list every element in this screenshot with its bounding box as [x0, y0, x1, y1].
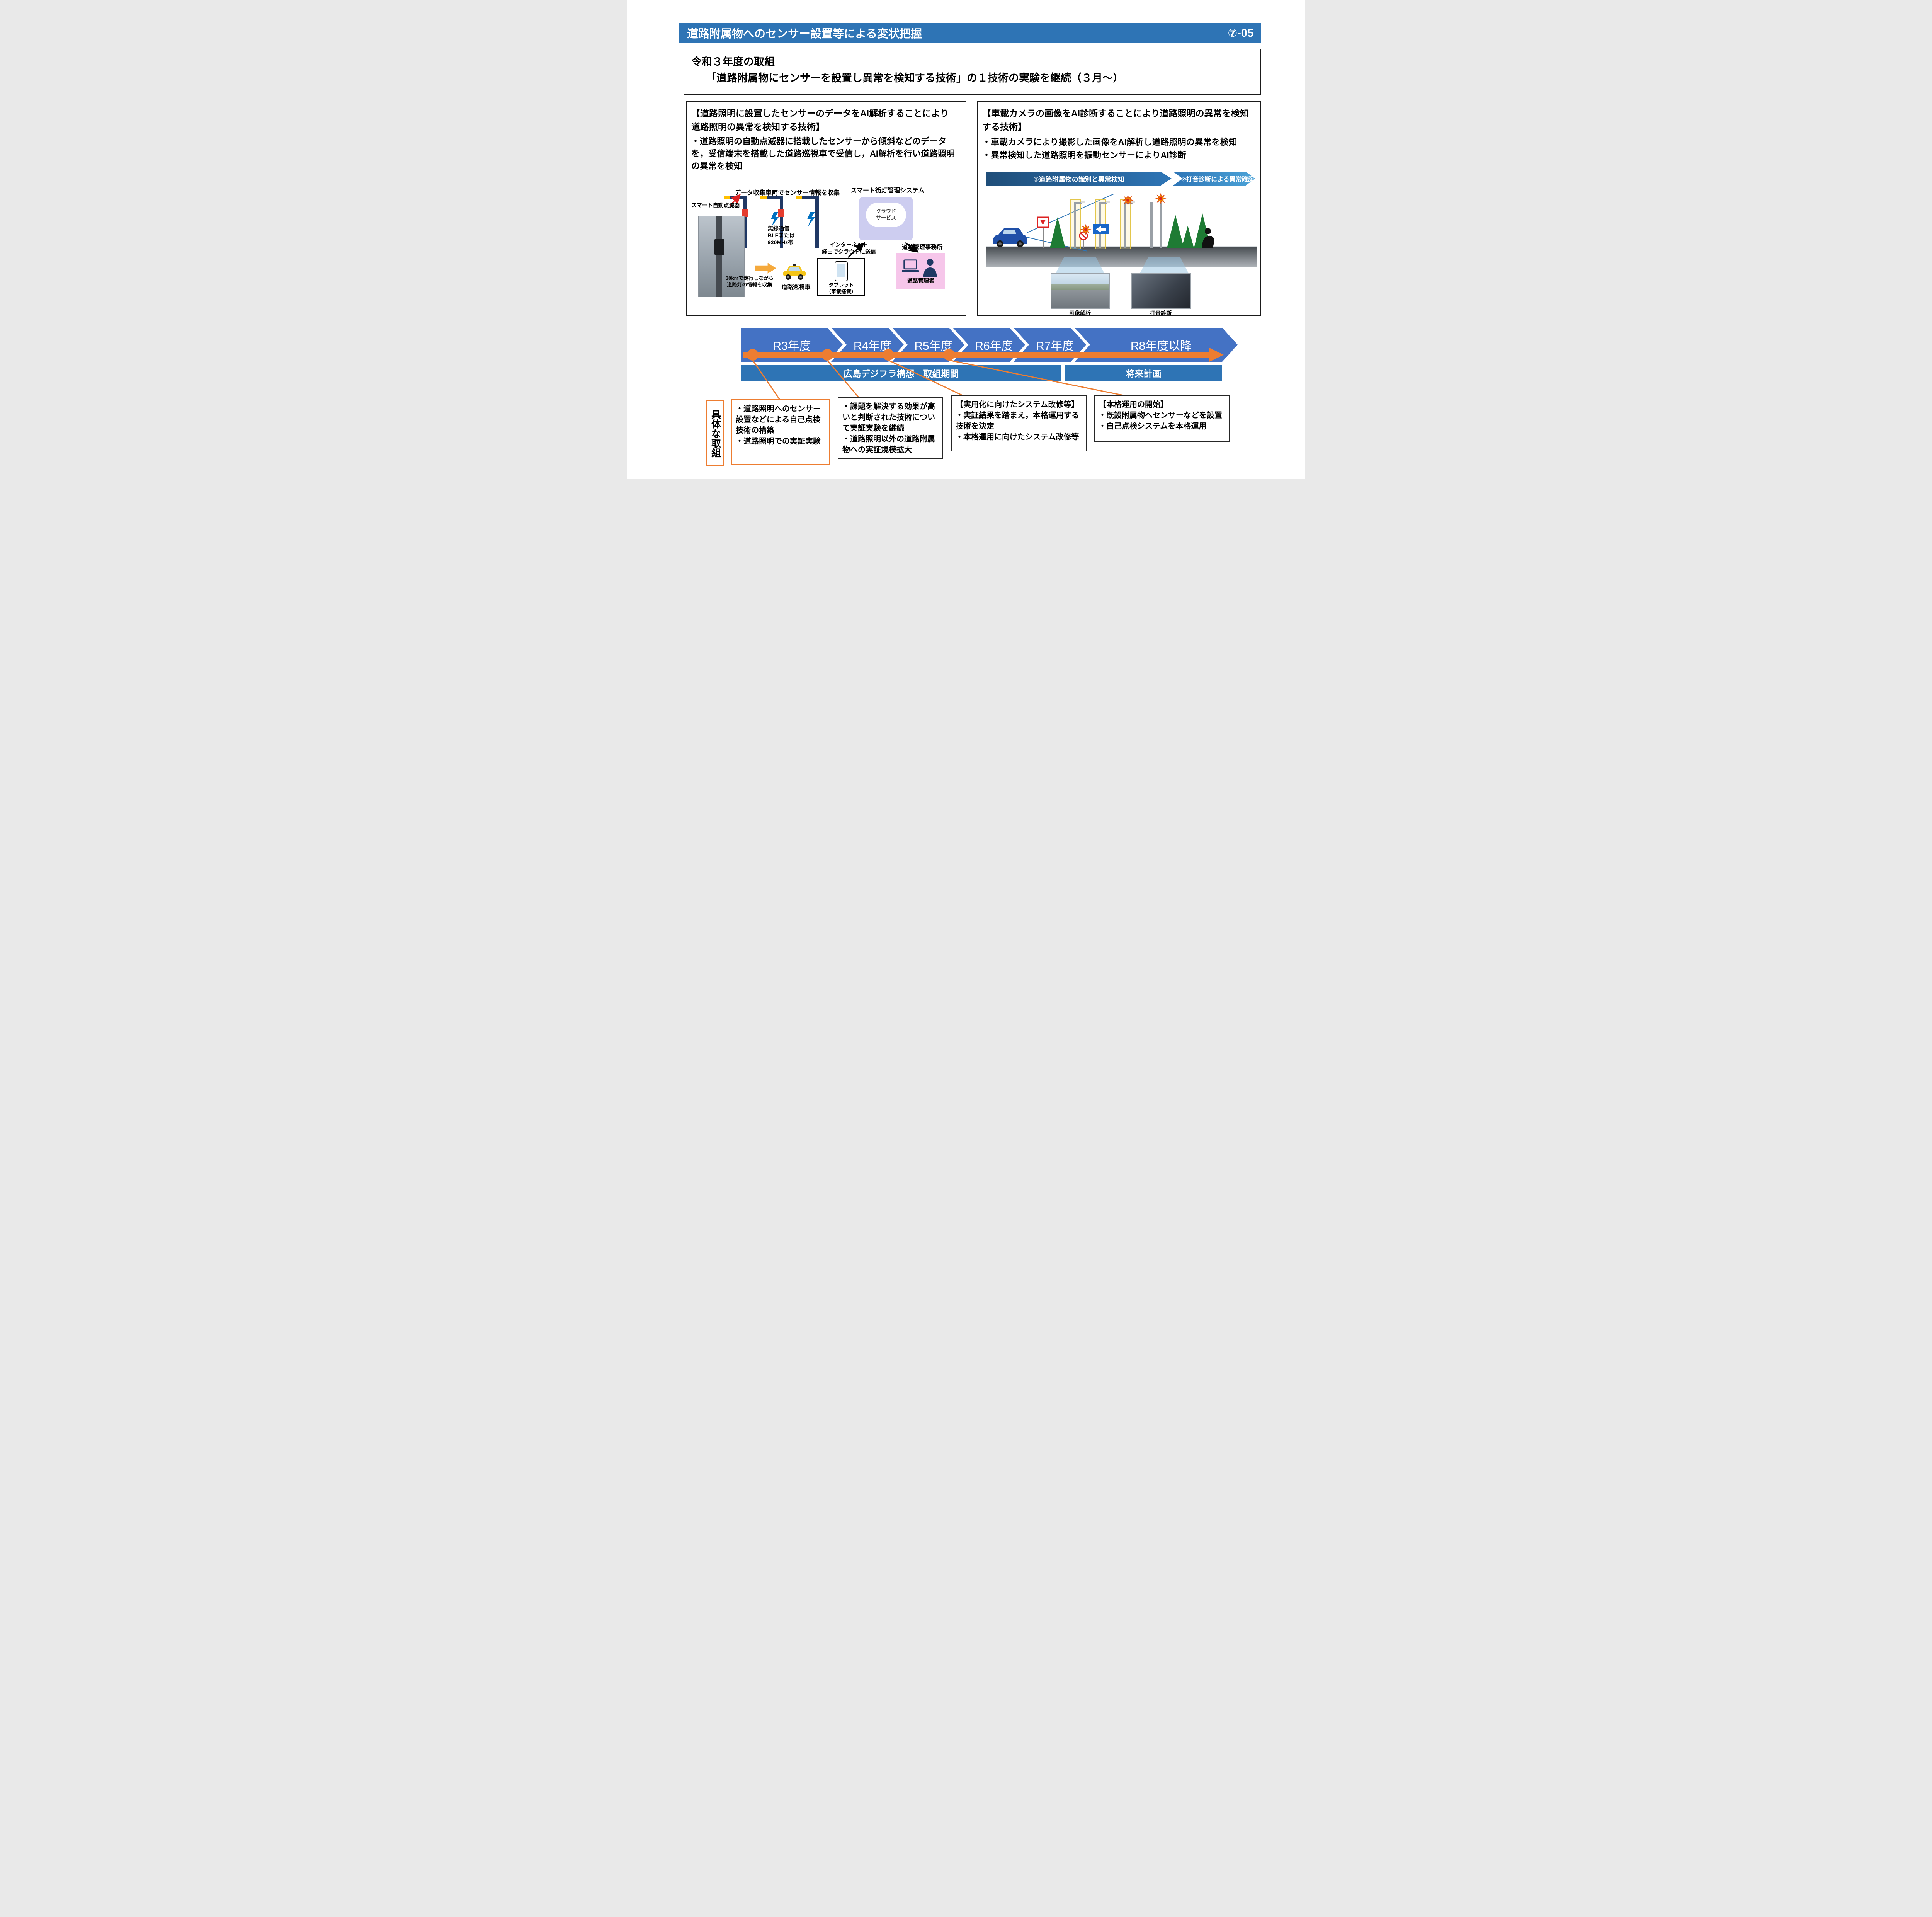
- step2-banner: ②打音診断による異常確認: [1173, 172, 1255, 186]
- action-box-4: 【本格運用の開始】 ・既設附属物へセンサーなどを設置 ・自己点検システムを本格運…: [1094, 395, 1230, 442]
- anomaly-burst-icon: [1080, 224, 1091, 235]
- laptop-icon: [901, 259, 919, 272]
- tablet-to-cloud-arrow: [847, 242, 865, 258]
- scene-streetlights: [1074, 201, 1162, 248]
- page-title: 道路附属物へのセンサー設置等による変状把握: [687, 28, 922, 40]
- patrol-car-icon: [783, 264, 806, 280]
- smart-switch-label: スマート自動点滅器: [691, 202, 740, 208]
- speed-label: 30kmで走行しながら 道路灯の情報を収集: [725, 275, 774, 288]
- photo2-caption: 打音診断: [1150, 310, 1172, 316]
- person-icon: [923, 259, 937, 277]
- collect-label: データ収集車両でセンサー情報を収集: [734, 190, 840, 196]
- cloud-icon: クラウド サービス: [866, 203, 906, 227]
- stop-sign-icon: [1037, 216, 1049, 248]
- action-box-2: ・課題を解決する効果が高いと判断された技術について実証実験を継続 ・道路照明以外…: [838, 397, 943, 459]
- page-number: ⑦-05: [1228, 27, 1253, 39]
- patrol-label: 道路巡視車: [781, 284, 811, 291]
- system-label: スマート街灯管理システム: [850, 187, 925, 194]
- summary-line1: 令和３年度の取組: [691, 56, 775, 68]
- anomaly-burst-icon: [1155, 193, 1166, 204]
- office-icons: [901, 259, 937, 277]
- tablet-label: タブレット （車載搭載）: [826, 282, 856, 295]
- office-label: 道路管理事務所: [902, 244, 943, 250]
- left-panel-title-2: 道路照明の異常を検知する技術】: [691, 122, 825, 132]
- car-icon: [993, 228, 1027, 247]
- curb-shape: [986, 246, 1257, 248]
- road-office-box: 道路管理者: [896, 253, 945, 289]
- period-bar: 広島デジフラ構想 取組期間: [741, 365, 1061, 381]
- left-diagram-graphics: [724, 194, 919, 258]
- right-panel-bullet-2: ・異常検知した道路照明を振動センサーによりAI診断: [982, 150, 1186, 160]
- tablet-box: タブレット （車載搭載）: [817, 258, 865, 296]
- photo1-caption: 画像解析: [1069, 310, 1091, 316]
- cloud-to-office-arrow: [905, 242, 919, 253]
- right-panel-title-1: 【車載カメラの画像をAI診断することにより道路照明の異常を検知: [982, 108, 1249, 118]
- tablet-icon: [835, 261, 848, 281]
- anomaly-burst-icon: [1122, 195, 1133, 206]
- left-panel-title-1: 【道路照明に設置したセンサーのデータをAI解析することにより: [691, 108, 949, 118]
- pole-photo: [698, 216, 745, 297]
- left-panel-bullet: ・道路照明の自動点滅器に搭載したセンサーから傾斜などのデータを，受信端末を搭載し…: [691, 136, 955, 171]
- road-shape: [986, 247, 1257, 267]
- callout-shape: [1139, 257, 1189, 275]
- summary-box: 令和３年度の取組 「道路附属物にセンサーを設置し異常を検知する技術」の１技術の実…: [684, 49, 1261, 95]
- future-bar: 将来計画: [1065, 365, 1222, 381]
- streetlight-pole-icon: [760, 196, 784, 248]
- callout-shape: [1055, 257, 1105, 275]
- right-technology-panel: 【車載カメラの画像をAI診断することにより道路照明の異常を検知 する技術】 ・車…: [977, 101, 1261, 316]
- streetlight-pole-icon: [796, 196, 819, 248]
- internet-label: インターネット 経由でクラウドに送信: [822, 242, 876, 255]
- header-bar: 道路附属物へのセンサー設置等による変状把握 ⑦-05: [679, 23, 1261, 43]
- left-technology-panel: 【道路照明に設置したセンサーのデータをAI解析することにより 道路照明の異常を検…: [686, 101, 966, 316]
- timeline-chevron-r3: R3年度: [741, 328, 843, 362]
- wireless-label: 無線通信 BLEまたは 920MHz帯: [768, 225, 795, 246]
- action-box-3: 【実用化に向けたシステム改修等】 ・実証結果を踏まえ，本格運用する技術を決定 ・…: [951, 395, 1087, 451]
- cloud-system-box: クラウド サービス: [859, 197, 913, 240]
- photo-pole-shape: [716, 216, 722, 297]
- manager-label: 道路管理者: [907, 277, 934, 284]
- road-scene: [986, 193, 1257, 267]
- photo-sensor-shape: [714, 239, 724, 255]
- hammer-test-photo: [1131, 273, 1191, 309]
- step1-banner: ①道路附属物の識別と異常検知: [986, 172, 1172, 186]
- lightning-icon: [807, 212, 815, 226]
- direction-sign-icon: [1093, 224, 1109, 234]
- smart-switch-pointer-arrow: [729, 194, 741, 206]
- action-box-1: ・道路照明へのセンサー設置などによる自己点検技術の構築 ・道路照明での実証実験: [731, 399, 830, 465]
- image-analysis-photo: [1051, 273, 1110, 309]
- actions-side-label: 具体な取組: [706, 400, 724, 466]
- right-panel-bullet-1: ・車載カメラにより撮影した画像をAI解析し道路照明の異常を検知: [982, 137, 1237, 147]
- timeline-chevron-r8: R8年度以降: [1075, 328, 1238, 362]
- slide-page: 道路附属物へのセンサー設置等による変状把握 ⑦-05 令和３年度の取組 「道路附…: [627, 0, 1305, 479]
- summary-line2: 「道路附属物にセンサーを設置し異常を検知する技術」の１技術の実験を継続（３月～）: [706, 72, 1123, 84]
- inspector-person-icon: [1202, 228, 1214, 248]
- lightning-icon: [771, 212, 779, 226]
- right-panel-title-2: する技術】: [982, 122, 1027, 132]
